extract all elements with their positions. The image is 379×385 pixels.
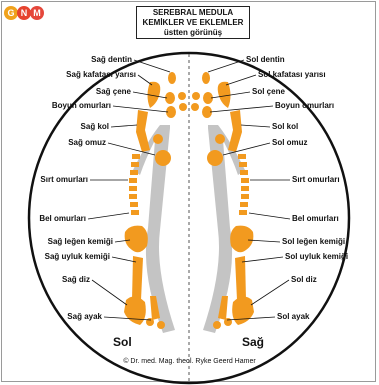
left-thoracic-1 [132,154,140,159]
right-foot-bone [224,318,232,326]
label-sol-diz: Sol diz [291,275,317,284]
left-foot-bone-2 [157,321,165,329]
label-boyun-omurlari-right: Boyun omurları [275,101,334,110]
left-thoracic-5 [129,186,137,191]
right-jaw-bone-2 [192,92,200,100]
label-boyun-omurlari-left: Boyun omurları [52,101,111,110]
left-femur-bone [132,256,143,300]
left-thoracic-2 [131,162,139,167]
right-thoracic-1 [238,154,246,159]
left-lumbar-2 [131,210,139,215]
right-skull-bone [218,82,231,108]
hemisphere-label-sag: Sağ [242,335,264,349]
left-jaw-bone-2 [178,92,186,100]
label-sirt-omurlari-right: Sırt omurları [292,175,340,184]
right-thoracic-4 [241,178,249,183]
label-sol-omuz: Sol omuz [272,138,308,147]
right-knee-bone [232,296,254,325]
left-knee-bone [124,296,146,325]
left-foot-bone [146,318,154,326]
label-sag-dentin: Sağ dentin [91,55,132,64]
right-thoracic-3 [240,170,248,175]
label-sol-legen: Sol leğen kemiği [282,237,345,246]
right-femur-bone [235,256,246,300]
label-sol-cene: Sol çene [252,87,285,96]
right-shoulder-bone [207,150,223,166]
label-sirt-omurlari-left: Sırt omurları [40,175,88,184]
label-bel-omurlari-left: Bel omurları [39,214,86,223]
right-arm-bone [228,110,242,152]
right-thoracic-5 [241,186,249,191]
label-bel-omurlari-right: Bel omurları [292,214,339,223]
right-lumbar-2 [239,210,247,215]
label-sol-kafatasi: Sol kafatası yarısı [258,70,326,79]
label-sol-uyluk: Sol uyluk kemiği [285,252,348,261]
right-lumbar-1 [240,202,248,207]
label-sag-kafatasi: Sağ kafatası yarısı [66,70,136,79]
right-jaw-bone-3 [191,103,199,111]
label-sag-diz: Sağ diz [62,275,90,284]
label-sag-uyluk: Sağ uyluk kemiği [45,252,110,261]
left-thoracic-3 [130,170,138,175]
right-shoulder-bone-2 [215,134,225,144]
label-sag-legen: Sağ leğen kemiği [48,237,113,246]
left-lumbar-1 [130,202,138,207]
right-thoracic-2 [239,162,247,167]
left-shoulder-bone-2 [153,134,163,144]
right-pelvis-bone [230,226,253,253]
label-sol-dentin: Sol dentin [246,55,285,64]
label-sag-kol: Sağ kol [81,122,109,131]
right-dentin-bone [202,72,210,84]
left-dentin-bone [168,72,176,84]
label-sol-kol: Sol kol [272,122,298,131]
label-sol-ayak: Sol ayak [277,312,310,321]
left-arm-bone [136,110,150,152]
label-sag-ayak: Sağ ayak [67,312,102,321]
left-pelvis-bone [125,226,148,253]
label-sag-cene: Sağ çene [96,87,132,96]
right-thoracic-6 [241,194,249,199]
hemisphere-label-sol: Sol [113,335,132,349]
left-thoracic-4 [129,178,137,183]
copyright-notice: © Dr. med. Mag. theol. Ryke Geerd Hamer [0,358,379,365]
left-jaw-bone-3 [179,103,187,111]
labels-left: Sağ dentin Sağ kafatası yarısı Sağ çene … [39,55,136,321]
left-shoulder-bone [155,150,171,166]
left-thoracic-6 [129,194,137,199]
label-sag-omuz: Sağ omuz [68,138,106,147]
right-foot-bone-2 [213,321,221,329]
